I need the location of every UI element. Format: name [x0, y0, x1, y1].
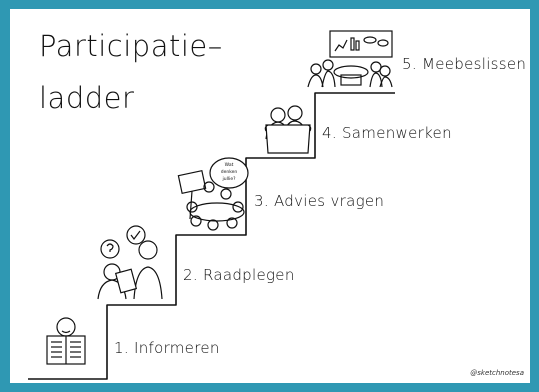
step-1-label: 1. Informeren — [114, 339, 220, 357]
newspaper-reader-icon — [46, 317, 86, 365]
speech-bubble-line-1: Wat — [225, 162, 234, 168]
title-line-2: ladder — [39, 81, 135, 115]
staircase-line — [28, 92, 395, 380]
staircase-drawing: Wat denken jullie? — [28, 30, 395, 380]
step-2-label: 2. Raadplegen — [183, 266, 295, 284]
author-credit: @sketchnotesa — [470, 369, 524, 377]
step-4-label: 4. Samenwerken — [322, 124, 452, 142]
collaboration-icon — [264, 105, 312, 154]
step-3-label: 3. Advies vragen — [254, 192, 385, 210]
sketchnote-frame: Participatie– ladder — [10, 9, 530, 383]
advisory-meeting-icon — [177, 157, 249, 231]
decision-making-icon — [307, 30, 393, 88]
consultation-people-icon — [97, 225, 163, 300]
speech-bubble-line-2: denken — [221, 169, 238, 175]
title-line-1: Participatie– — [39, 29, 223, 63]
speech-bubble-line-3: jullie? — [221, 176, 236, 182]
step-5-label: 5. Meebeslissen — [402, 55, 527, 73]
